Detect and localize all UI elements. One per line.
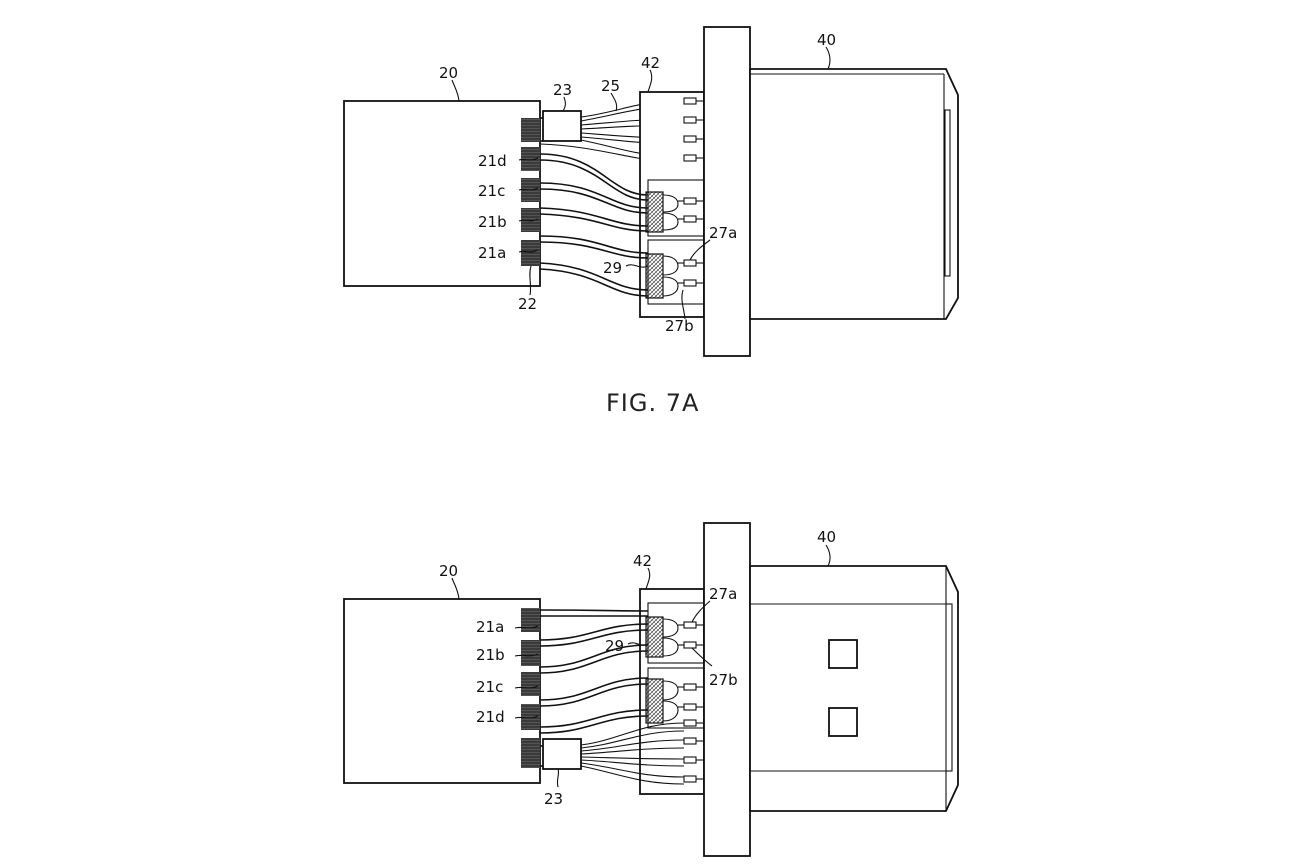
label-23: 23: [553, 81, 572, 99]
figure-caption: FIG. 7A: [606, 389, 699, 417]
connector-plug-40: [749, 565, 959, 812]
label-20: 20: [439, 64, 458, 82]
ribbon-wires: [539, 153, 649, 297]
block-23: [542, 110, 582, 142]
label-25: 25: [601, 77, 620, 95]
label-23: 23: [544, 790, 563, 808]
sleeve-29: [645, 616, 664, 658]
leader-lines: [451, 46, 831, 320]
label-40: 40: [817, 528, 836, 546]
cables: [580, 722, 685, 785]
label-42: 42: [641, 54, 660, 72]
label-21d: 21d: [478, 152, 507, 170]
leader-lines: [451, 544, 831, 788]
sleeve-29: [645, 253, 664, 299]
label-21b: 21b: [476, 646, 505, 664]
mounting-panel: [703, 522, 751, 857]
label-27b: 27b: [709, 671, 738, 689]
plug-window-lower: [828, 707, 858, 737]
circuit-board: [343, 598, 541, 784]
label-21a: 21a: [476, 618, 504, 636]
label-21d: 21d: [476, 708, 505, 726]
pin-contacts: [678, 621, 704, 783]
label-27b: 27b: [665, 317, 694, 335]
label-40: 40: [817, 31, 836, 49]
block-23: [542, 738, 582, 770]
label-29: 29: [603, 259, 622, 277]
figure-7a: 20 23 25 42 40 21d 21c 21b 21a 22 29 27a…: [343, 26, 959, 417]
sleeve-upper: [645, 191, 664, 233]
label-42: 42: [633, 552, 652, 570]
plug-window-upper: [828, 639, 858, 669]
bristle-pads: [521, 608, 540, 768]
ribbon-wires: [539, 609, 649, 734]
sleeve-lower: [645, 678, 664, 724]
label-20: 20: [439, 562, 458, 580]
label-21b: 21b: [478, 213, 507, 231]
label-21c: 21c: [476, 678, 503, 696]
pin-contacts: [678, 97, 704, 287]
label-29: 29: [605, 637, 624, 655]
label-27a: 27a: [709, 585, 737, 603]
label-22: 22: [518, 295, 537, 313]
figure-7b: 20 42 40 21a 21b 21c 21d 23 29 27a 27b: [343, 522, 959, 857]
connector-plug-40: [749, 68, 959, 320]
label-21c: 21c: [478, 182, 505, 200]
label-27a: 27a: [709, 224, 737, 242]
circuit-board: [343, 100, 541, 287]
bristle-pads: [521, 118, 540, 266]
label-21a: 21a: [478, 244, 506, 262]
mounting-panel: [703, 26, 751, 357]
